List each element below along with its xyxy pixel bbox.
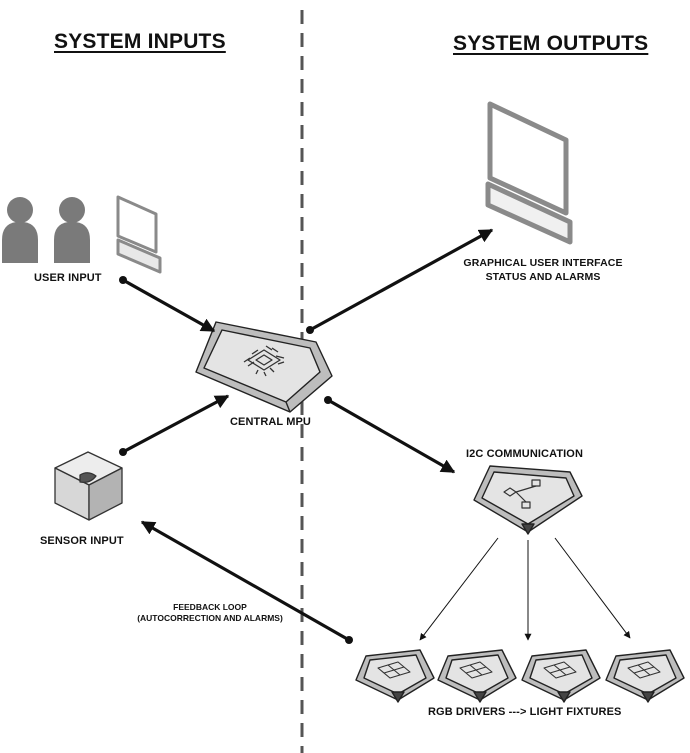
sensor-cube-icon [54, 451, 123, 521]
monitor-icon [485, 101, 573, 245]
user-icon [2, 197, 90, 263]
outputs-heading: SYSTEM OUTPUTS [453, 32, 649, 55]
rgb-driver-icon [355, 649, 685, 703]
user-input-label: USER INPUT [34, 272, 102, 284]
gui-label-line1: GRAPHICAL USER INTERFACE [463, 257, 623, 269]
connection-arrows [119, 228, 494, 644]
inputs-heading: SYSTEM INPUTS [54, 30, 226, 53]
i2c-fanout-arrows [419, 537, 631, 641]
feedback-label-line1: FEEDBACK LOOP [173, 602, 247, 612]
gui-label-line2: STATUS AND ALARMS [485, 271, 601, 283]
chip-icon [195, 321, 333, 413]
i2c-label: I2C COMMUNICATION [466, 448, 583, 460]
sensor-input-label: SENSOR INPUT [40, 535, 124, 547]
monitor-icon [116, 195, 162, 274]
feedback-label-line2: (AUTOCORRECTION AND ALARMS) [137, 613, 283, 623]
gui-label: GRAPHICAL USER INTERFACE STATUS AND ALAR… [448, 256, 638, 284]
feedback-label: FEEDBACK LOOP (AUTOCORRECTION AND ALARMS… [120, 602, 300, 624]
rgb-drivers-label: RGB DRIVERS ---> LIGHT FIXTURES [428, 706, 622, 718]
i2c-module-icon [473, 465, 583, 535]
central-mpu-label: CENTRAL MPU [230, 416, 311, 428]
